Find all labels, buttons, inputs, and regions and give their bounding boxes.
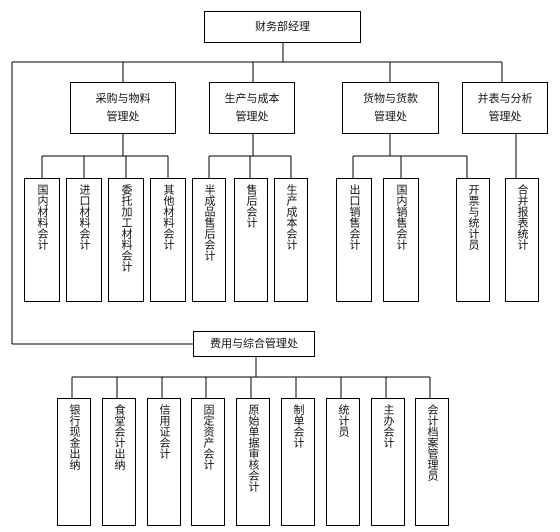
general-position-box: 银行现金出纳: [57, 398, 91, 526]
position-label: 生产成本会计: [285, 184, 298, 250]
position-label: 其他材料会计: [162, 184, 175, 250]
general-position-label: 原始单据审核会计: [247, 404, 260, 492]
dept-label-line1: 采购与物料: [95, 92, 151, 105]
general-position-label: 统计员: [337, 404, 350, 437]
general-position-box: 信用证会计: [147, 398, 181, 526]
position-box: 委托加工材料会计: [108, 178, 144, 302]
position-box: 售后会计: [234, 178, 268, 302]
finance-manager-box: 财务部经理: [204, 11, 361, 43]
dept-label-line1: 生产与成本: [224, 92, 280, 105]
dept-label-line1: 货物与货款: [363, 92, 418, 105]
position-box: 进口材料会计: [66, 178, 102, 302]
position-label: 国内材料会计: [36, 184, 49, 250]
general-position-box: 制单会计: [281, 398, 315, 526]
dept-consolidation-box: 并表与分析 管理处: [462, 82, 548, 134]
general-position-label: 食堂会计出纳: [113, 404, 126, 470]
position-box: 出口销售会计: [336, 178, 372, 302]
general-dept-label: 费用与综合管理处: [210, 337, 298, 350]
general-position-box: 食堂会计出纳: [102, 398, 136, 526]
general-position-box: 主办会计: [371, 398, 405, 526]
position-box: 半成品售后会计: [192, 178, 226, 302]
dept-procurement-box: 采购与物料 管理处: [70, 82, 176, 134]
position-label: 国内销售会计: [395, 184, 408, 250]
position-label: 合并报表统计: [516, 184, 529, 250]
position-label: 半成品售后会计: [203, 184, 216, 261]
position-box: 开票与统计员: [456, 178, 490, 302]
position-label: 委托加工材料会计: [120, 184, 133, 272]
position-box: 国内材料会计: [24, 178, 60, 302]
general-position-box: 原始单据审核会计: [236, 398, 270, 526]
general-position-label: 会计档案管理员: [426, 404, 439, 481]
general-position-box: 统计员: [326, 398, 360, 526]
dept-label-line2: 管理处: [235, 110, 269, 123]
dept-label-line2: 管理处: [374, 110, 407, 123]
general-position-label: 主办会计: [382, 404, 395, 448]
dept-label-line2: 管理处: [106, 110, 140, 123]
general-position-label: 固定资产会计: [202, 404, 215, 470]
general-position-box: 固定资产会计: [191, 398, 225, 526]
position-label: 进口材料会计: [78, 184, 91, 250]
position-label: 出口销售会计: [348, 184, 361, 250]
position-label: 售后会计: [245, 184, 258, 228]
general-position-box: 会计档案管理员: [415, 398, 449, 526]
position-box: 生产成本会计: [274, 178, 308, 302]
position-box: 国内销售会计: [383, 178, 419, 302]
dept-label-line1: 并表与分析: [477, 92, 533, 105]
position-box: 合并报表统计: [505, 178, 539, 302]
position-label: 开票与统计员: [467, 184, 480, 250]
dept-goods-box: 货物与货款 管理处: [342, 82, 439, 134]
dept-label-line2: 管理处: [488, 110, 522, 123]
dept-production-box: 生产与成本 管理处: [209, 82, 295, 134]
general-dept-box: 费用与综合管理处: [193, 331, 315, 357]
position-box: 其他材料会计: [150, 178, 186, 302]
general-position-label: 信用证会计: [158, 404, 171, 459]
general-position-label: 银行现金出纳: [68, 404, 81, 470]
general-position-label: 制单会计: [292, 404, 305, 448]
finance-manager-label: 财务部经理: [255, 20, 310, 33]
